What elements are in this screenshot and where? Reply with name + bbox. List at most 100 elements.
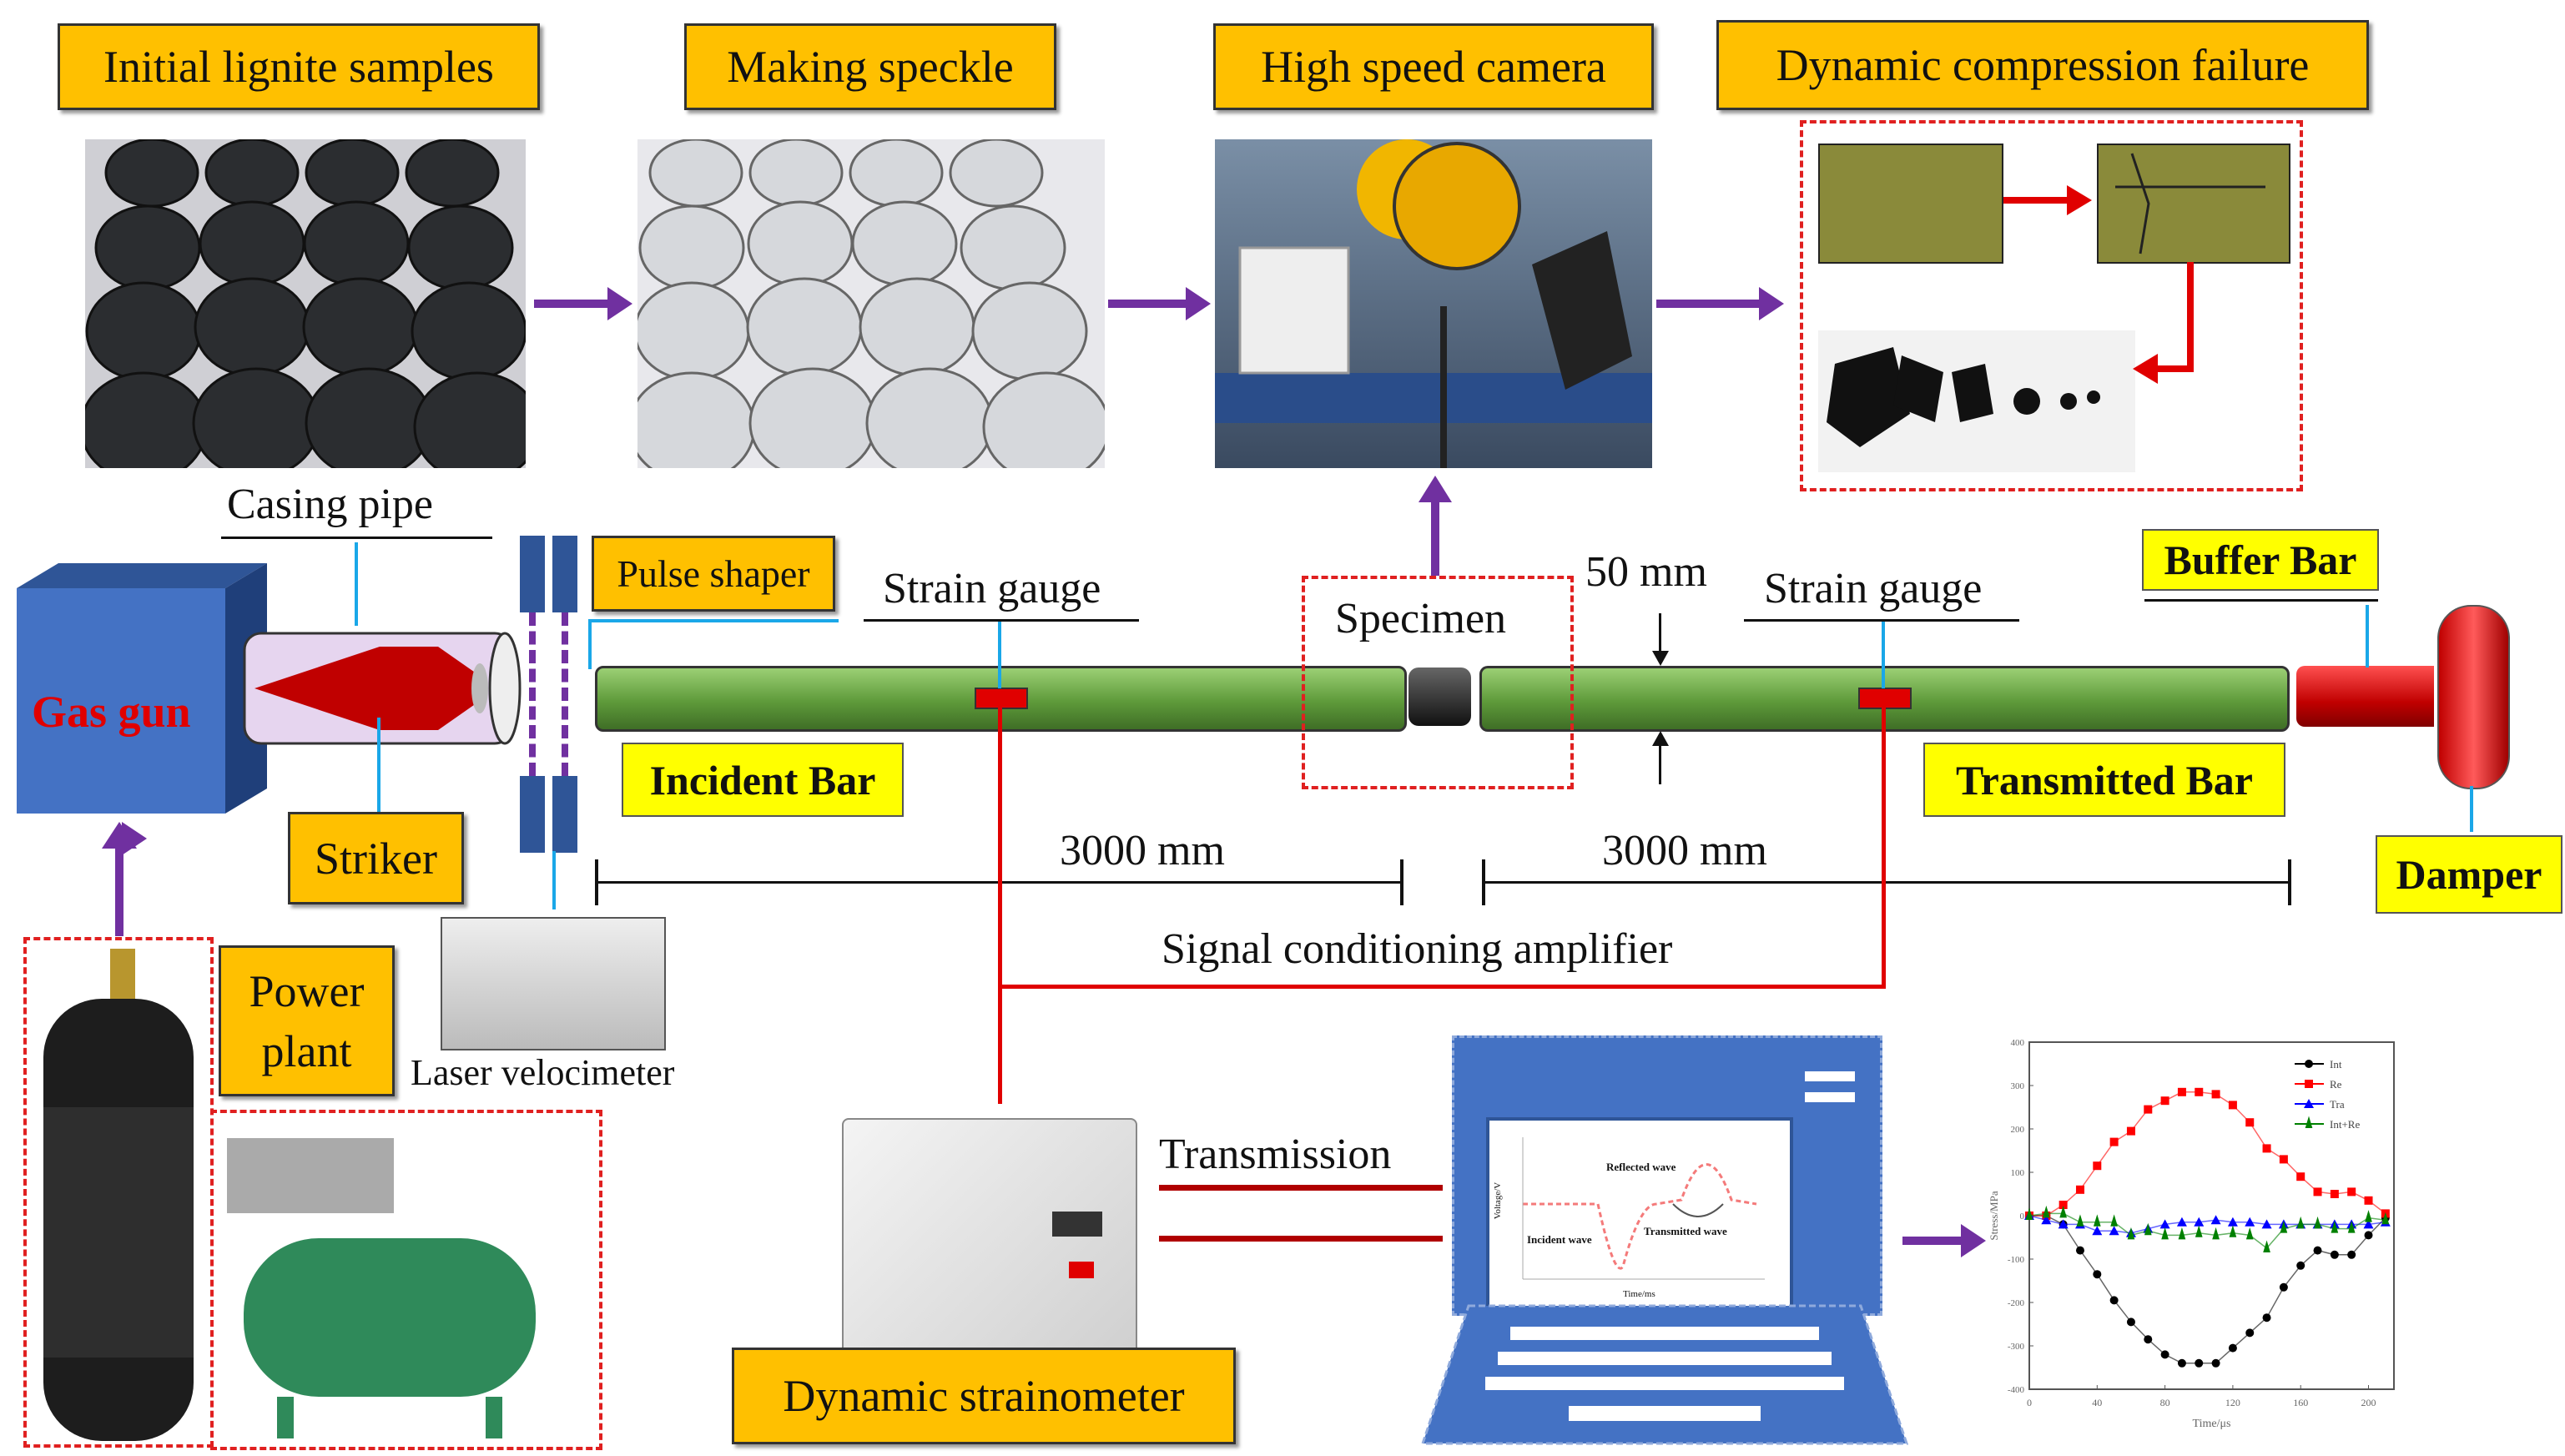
monitor-ylabel: Voltage/V <box>1493 1181 1504 1220</box>
y-tick-label: 400 <box>2011 1038 2025 1048</box>
data-point-Int+Re <box>2331 1221 2339 1233</box>
data-point-Int+Re <box>2059 1205 2067 1218</box>
data-point-Re <box>2195 1087 2204 1096</box>
plot-frame <box>2028 1041 2395 1390</box>
strain-gauge-incident <box>975 688 1028 709</box>
specimen-intact-image <box>1818 144 2003 264</box>
data-point-Tra <box>2261 1219 2272 1229</box>
flow-arrow <box>1108 287 1211 320</box>
data-point-Int <box>2075 1246 2084 1255</box>
data-point-Re <box>2093 1161 2102 1171</box>
data-point-Int <box>2313 1246 2322 1255</box>
computer-keyboard <box>1420 1304 1909 1445</box>
data-point-Int <box>2126 1317 2135 1327</box>
y-tick-label: -100 <box>2008 1255 2025 1265</box>
data-point-Re <box>2177 1087 2186 1096</box>
data-point-Re <box>2144 1105 2153 1114</box>
y-axis-label: Stress/MPa <box>1988 1191 2000 1240</box>
data-point-Int+Re <box>2076 1214 2084 1227</box>
lignite-samples-image <box>85 139 526 468</box>
data-point-Int+Re <box>2042 1205 2050 1218</box>
data-point-Int+Re <box>2347 1221 2356 1233</box>
label-gas-gun: Gas gun <box>32 687 191 737</box>
label-damper: Damper <box>2376 835 2562 914</box>
label-incident-bar: Incident Bar <box>622 743 904 817</box>
specimen <box>1408 668 1471 726</box>
y-tick-label: 100 <box>2011 1168 2025 1178</box>
photo-high-speed-camera <box>1215 139 1652 468</box>
data-point-Tra <box>2092 1226 2103 1236</box>
data-point-Re <box>2313 1187 2322 1197</box>
striker <box>254 647 480 730</box>
label-transmission: Transmission <box>1159 1131 1392 1178</box>
laser-velocimeter-device <box>441 917 666 1050</box>
label-length-transmitted: 3000 mm <box>1602 827 1767 874</box>
legend-label: Int <box>2330 1058 2342 1071</box>
speckle-samples-image <box>637 139 1105 468</box>
data-point-Tra <box>2210 1215 2221 1225</box>
data-point-Re <box>2126 1126 2135 1136</box>
data-point-Re <box>2245 1118 2255 1127</box>
legend-label: Re <box>2330 1078 2342 1091</box>
casing-pointer <box>355 542 358 626</box>
specimen-cracked-image <box>2097 144 2290 264</box>
x-tick-label: 80 <box>2160 1397 2170 1408</box>
y-tick-label: 0 <box>2020 1212 2025 1222</box>
x-tick-label: 120 <box>2225 1397 2240 1408</box>
data-point-Int+Re <box>2314 1216 2321 1229</box>
label-high-speed-camera: High speed camera <box>1213 23 1654 110</box>
x-tick-label: 40 <box>2092 1397 2102 1408</box>
legend-marker-Re <box>2305 1080 2313 1088</box>
data-point-Re <box>2059 1201 2068 1209</box>
data-point-Re <box>2211 1090 2220 1099</box>
damper <box>2437 605 2510 789</box>
flow-arrow <box>1656 287 1784 320</box>
data-point-Tra <box>2363 1219 2374 1229</box>
y-tick-label: 300 <box>2011 1081 2025 1091</box>
label-buffer-bar: Buffer Bar <box>2142 529 2379 591</box>
data-point-Re <box>2075 1185 2084 1194</box>
series-line-Tra <box>2028 1215 2386 1234</box>
supply-arrow <box>102 822 137 849</box>
label-dynamic-strainometer: Dynamic strainometer <box>732 1348 1236 1444</box>
label-length-incident: 3000 mm <box>1060 827 1225 874</box>
buffer-bar <box>2296 666 2434 727</box>
label-dynamic-compression-failure: Dynamic compression failure <box>1716 20 2369 110</box>
label-specimen: Specimen <box>1335 595 1507 642</box>
data-point-Int+Re <box>2025 1207 2033 1220</box>
transmission-cable <box>1159 1236 1443 1242</box>
legend-marker-Tra <box>2304 1099 2314 1108</box>
label-striker: Striker <box>288 812 464 904</box>
data-point-Int+Re <box>2178 1227 2186 1240</box>
data-point-Re <box>2160 1096 2169 1106</box>
legend-label: Int+Re <box>2330 1118 2360 1131</box>
data-point-Int <box>2177 1358 2186 1368</box>
data-point-Tra <box>2245 1217 2255 1227</box>
label-incident-wave: Incident wave <box>1527 1233 1592 1246</box>
x-tick-label: 160 <box>2293 1397 2308 1408</box>
label-strain-gauge-2: Strain gauge <box>1764 565 1983 612</box>
data-point-Int+Re <box>2144 1222 2152 1236</box>
label-making-speckle: Making speckle <box>684 23 1056 110</box>
monitor-screen: Reflected wave Transmitted wave Incident… <box>1486 1117 1793 1316</box>
fragments-image <box>1818 330 2135 472</box>
data-point-Int+Re <box>2229 1225 2237 1237</box>
result-arrow <box>1902 1224 1986 1257</box>
compressor-box <box>210 1110 602 1450</box>
data-point-Int+Re <box>2381 1212 2390 1225</box>
strain-gauge-transmitted <box>1858 688 1912 709</box>
label-laser-velocimeter: Laser velocimeter <box>411 1052 675 1093</box>
gas-gun <box>17 563 267 814</box>
failure-arrow <box>2003 197 2070 204</box>
data-point-Tra <box>2176 1217 2187 1227</box>
x-tick-label: 0 <box>2027 1397 2032 1408</box>
failure-arrow <box>2187 262 2194 370</box>
data-point-Int+Re <box>2212 1227 2220 1240</box>
data-point-Int+Re <box>2245 1227 2254 1240</box>
dynamic-strainometer-device <box>842 1118 1137 1368</box>
data-point-Int <box>2245 1328 2255 1338</box>
monitor-xlabel: Time/ms <box>1623 1289 1655 1299</box>
camera-image <box>1215 139 1652 468</box>
legend-marker-Int+Re <box>2305 1116 2313 1128</box>
